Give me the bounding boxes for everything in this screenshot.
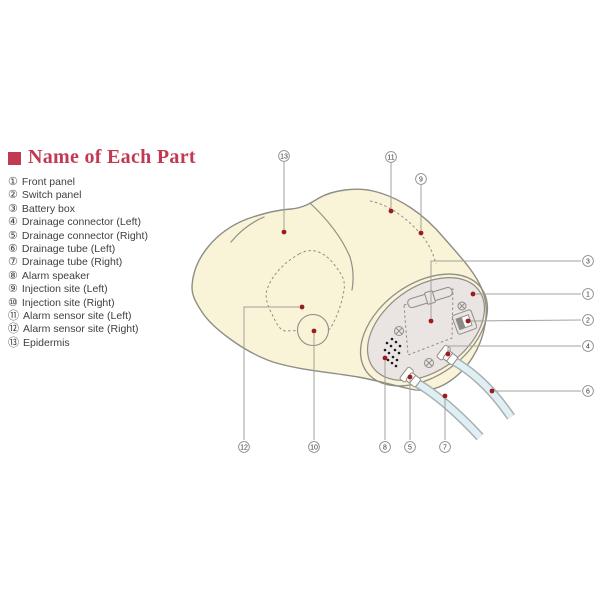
svg-text:6: 6 — [586, 389, 590, 396]
part-number: ⑪ — [8, 310, 19, 323]
screw-icon — [424, 358, 434, 368]
svg-text:13: 13 — [280, 154, 288, 161]
part-number: ⑩ — [8, 296, 18, 309]
part-label: Injection site (Right) — [21, 296, 115, 309]
part-label: Front panel — [21, 176, 75, 188]
mound-crease-left — [230, 216, 265, 243]
part-number: ⑤ — [8, 229, 18, 242]
part-label: Drainage connector (Left) — [21, 216, 141, 229]
switch-panel — [451, 309, 478, 335]
battery-box-outline — [403, 288, 454, 356]
drainage-tube-left — [449, 355, 515, 420]
leader-lines — [243, 162, 582, 440]
page-title: Name of Each Part — [28, 146, 196, 168]
svg-text:8: 8 — [383, 445, 387, 452]
callout-9: 9 — [415, 173, 427, 185]
svg-text:10: 10 — [310, 445, 318, 452]
callout-1: 1 — [582, 288, 594, 300]
svg-text:5: 5 — [408, 445, 412, 452]
svg-text:1: 1 — [586, 292, 590, 299]
target-dots — [281, 208, 495, 399]
screw-icon — [394, 326, 404, 336]
part-number: ⑦ — [8, 256, 18, 269]
svg-text:4: 4 — [586, 344, 590, 351]
callout-6: 6 — [582, 385, 594, 397]
alarm-sensor-region-right — [265, 250, 345, 332]
list-item: ⑫ Alarm sensor site (Right) — [8, 323, 148, 336]
callout-7: 7 — [439, 441, 451, 453]
title-bullet-square — [8, 152, 21, 165]
svg-text:7: 7 — [443, 445, 447, 452]
svg-text:12: 12 — [240, 445, 248, 452]
callout-4: 4 — [582, 340, 594, 352]
part-label: Drainage tube (Left) — [21, 243, 116, 256]
svg-text:11: 11 — [387, 155, 394, 162]
part-label: Epidermis — [23, 336, 70, 349]
callout-3: 3 — [582, 255, 594, 267]
section-title: Name of Each Part — [8, 146, 196, 169]
callout-11: 11 — [385, 151, 397, 163]
part-number: ① — [8, 176, 18, 188]
part-number: ⑫ — [8, 323, 19, 336]
part-label: Injection site (Left) — [21, 283, 108, 296]
part-label: Drainage connector (Right) — [21, 229, 148, 242]
part-label: Alarm sensor site (Right) — [23, 323, 139, 336]
part-number: ③ — [8, 202, 18, 215]
callout-5: 5 — [404, 441, 416, 453]
part-number: ⑨ — [8, 283, 18, 296]
screw-icon — [457, 301, 467, 311]
part-number: ④ — [8, 216, 18, 229]
part-label: Alarm sensor site (Left) — [23, 310, 132, 323]
speaker-grille — [383, 337, 402, 368]
part-number: ⑧ — [8, 269, 18, 282]
callout-10: 10 — [308, 441, 320, 453]
part-label: Drainage tube (Right) — [21, 256, 123, 269]
part-label: Alarm speaker — [21, 269, 90, 282]
epidermis-rim — [359, 273, 489, 387]
callout-12: 12 — [238, 441, 250, 453]
svg-text:2: 2 — [586, 318, 590, 325]
callout-2: 2 — [582, 314, 594, 326]
alarm-sensor-region-left — [369, 200, 437, 265]
callout-13: 13 — [278, 150, 290, 162]
part-number: ⑥ — [8, 243, 18, 256]
svg-text:9: 9 — [419, 177, 423, 184]
part-number: ⑬ — [8, 336, 19, 349]
list-item: ⑪ Alarm sensor site (Left) — [8, 310, 148, 323]
mound-crease-center — [309, 202, 354, 291]
svg-text:3: 3 — [586, 259, 590, 266]
callout-8: 8 — [379, 441, 391, 453]
part-label: Switch panel — [21, 189, 82, 202]
list-item: ⑬ Epidermis — [8, 337, 148, 350]
part-number: ② — [8, 189, 18, 202]
drainage-tube-right — [412, 377, 484, 441]
part-label: Battery box — [21, 202, 75, 215]
